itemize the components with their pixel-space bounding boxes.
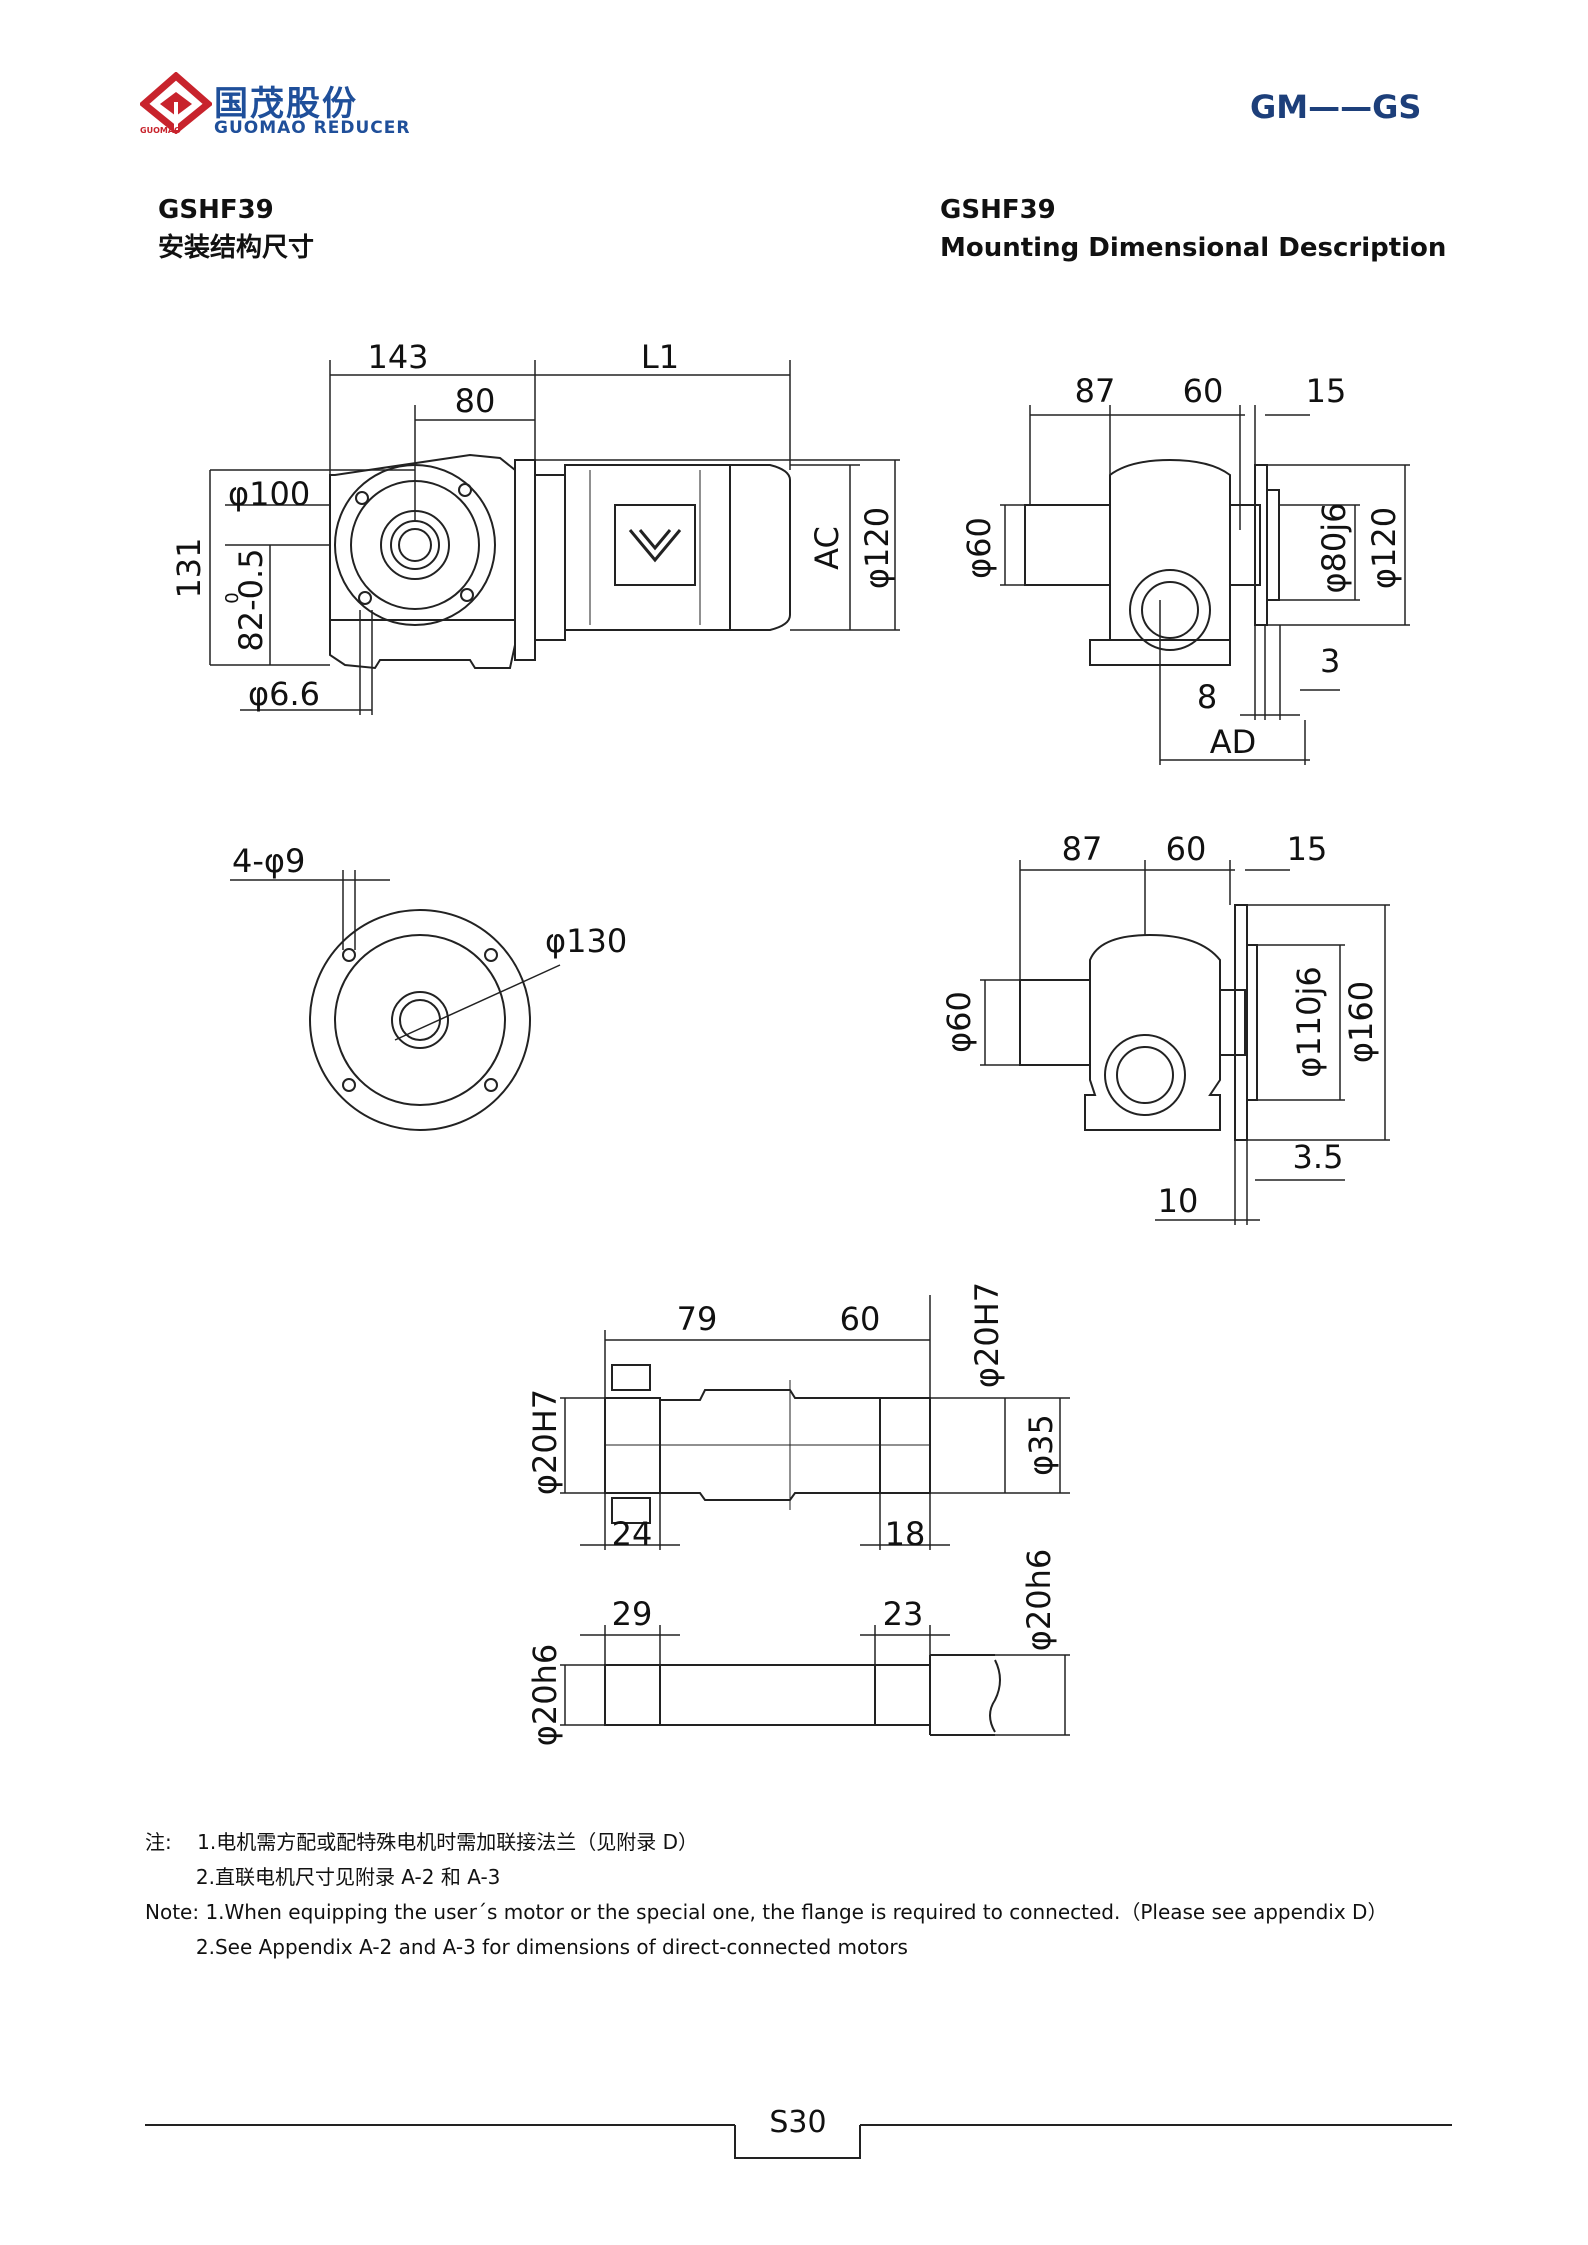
dim-87-b: 87 (1062, 830, 1103, 868)
dim-phi80j6: φ80j6 (1315, 502, 1353, 593)
flange-view (230, 870, 561, 1131)
dim-phi20H7-left: φ20H7 (526, 1389, 564, 1495)
dim-80: 80 (455, 382, 496, 420)
dim-15: 15 (1306, 372, 1347, 410)
dim-3.5: 3.5 (1293, 1138, 1344, 1176)
side-view-2 (980, 860, 1390, 1225)
page-number: S30 (769, 2105, 827, 2140)
dim-phi120-side: φ120 (1365, 507, 1403, 589)
dim-60-b: 60 (1166, 830, 1207, 868)
dim-18: 18 (885, 1515, 926, 1553)
logo-small-text: GUOMAO (140, 126, 181, 135)
dim-131: 131 (170, 537, 208, 598)
brand-name-en: GUOMAO REDUCER (214, 118, 411, 138)
dim-23: 23 (883, 1595, 924, 1633)
series-label: GM——GS (1250, 88, 1422, 126)
dim-143: 143 (367, 338, 428, 376)
dim-phi60-b: φ60 (940, 991, 978, 1053)
right-caption: Mounting Dimensional Description (940, 233, 1447, 263)
note-en-1: Note: 1.When equipping the user´s motor … (145, 1900, 1388, 1924)
dim-24: 24 (612, 1515, 653, 1553)
dim-8: 8 (1197, 678, 1217, 716)
dim-phi130: φ130 (545, 922, 627, 960)
dim-29: 29 (612, 1595, 653, 1633)
dim-AC: AC (808, 526, 846, 570)
dim-15-b: 15 (1287, 830, 1328, 868)
dim-phi100: φ100 (228, 475, 310, 513)
left-caption: 安装结构尺寸 (158, 233, 315, 263)
dim-phi20h6-left: φ20h6 (526, 1644, 564, 1746)
main-view (209, 360, 900, 715)
dim-60-shaft: 60 (840, 1300, 881, 1338)
company-logo (138, 71, 214, 135)
dim-phi160: φ160 (1342, 981, 1380, 1063)
shaft-section (560, 1295, 1070, 1550)
note-cn-1: 注: 1.电机需方配或配特殊电机时需加联接法兰（见附录 D） (145, 1830, 699, 1854)
dim-3: 3 (1320, 642, 1340, 680)
left-model-title: GSHF39 (158, 195, 274, 225)
dim-phi60: φ60 (960, 517, 998, 579)
dim-phi120: φ120 (858, 507, 896, 589)
dim-79: 79 (677, 1300, 718, 1338)
dim-60: 60 (1183, 372, 1224, 410)
dim-82-sup: 0 (222, 592, 243, 603)
logo-emblem-icon (138, 71, 214, 135)
side-view (1000, 405, 1410, 765)
dim-87: 87 (1075, 372, 1116, 410)
dim-phi110j6: φ110j6 (1290, 966, 1328, 1077)
note-en-2: 2.See Appendix A-2 and A-3 for dimension… (145, 1935, 908, 1959)
dim-10: 10 (1158, 1182, 1199, 1220)
dim-4-phi9: 4-φ9 (232, 842, 305, 880)
dim-82: 82-0.5 (232, 548, 270, 651)
right-model-title: GSHF39 (940, 195, 1056, 225)
dim-phi20H7-top: φ20H7 (968, 1282, 1006, 1388)
dim-phi35: φ35 (1022, 1414, 1060, 1476)
brand-name-cn: 国茂股份 (214, 84, 358, 124)
dim-AD: AD (1210, 723, 1257, 761)
footer-rule (145, 2124, 1452, 2159)
dim-L1: L1 (641, 338, 679, 376)
note-cn-2: 2.直联电机尺寸见附录 A-2 和 A-3 (145, 1865, 501, 1889)
solid-shaft (560, 1625, 1070, 1736)
dim-phi20h6-right: φ20h6 (1020, 1549, 1058, 1651)
dim-phi6.6: φ6.6 (248, 675, 320, 713)
